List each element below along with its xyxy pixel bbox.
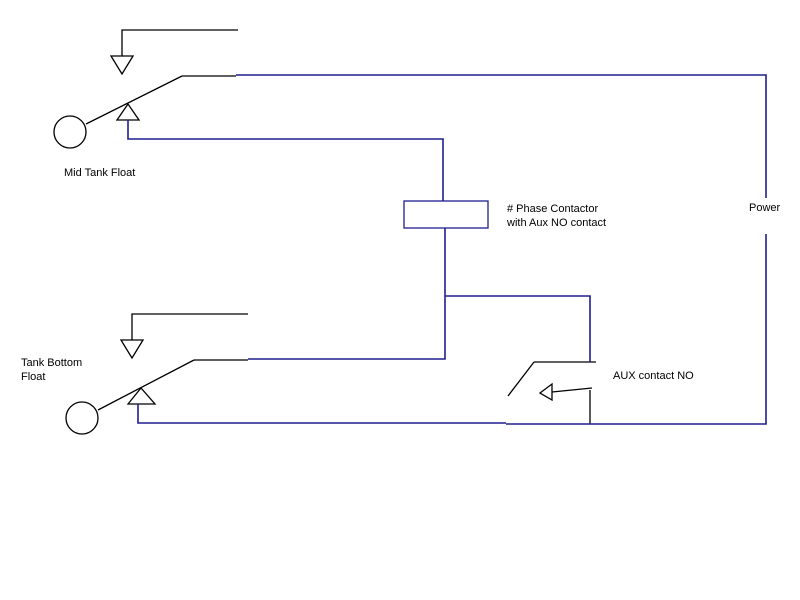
wire-power-bottom (506, 234, 767, 425)
power-label: Power (749, 202, 781, 214)
bottom-up-arrow (126, 386, 157, 405)
wires (127, 74, 767, 425)
wire-to-aux (445, 295, 591, 362)
mid-tank-float-label: Mid Tank Float (64, 167, 136, 179)
aux-arrow-head (538, 382, 553, 402)
tank-bottom-float-switch (65, 313, 248, 435)
wire-mid-to-contactor (127, 120, 444, 201)
bottom-down-arrow (119, 339, 145, 360)
bottom-float-ball (65, 401, 99, 435)
aux-contact-no (507, 361, 596, 424)
bottom-upper-bracket (131, 313, 248, 340)
phase-contactor-label: # Phase Contactor with Aux NO contact (507, 202, 606, 230)
tank-bottom-float-label: Tank Bottom Float (21, 356, 82, 384)
mid-float-ball (53, 115, 87, 149)
wire-contactor-down (248, 228, 446, 360)
aux-contact-label: AUX contact NO (613, 370, 694, 382)
wire-bottom-return (137, 404, 506, 424)
phase-contactor-label-line2: with Aux NO contact (507, 217, 607, 229)
mid-down-arrow (109, 55, 135, 76)
phase-contactor-label-line1: # Phase Contactor (507, 203, 599, 215)
aux-arrow-shaft (551, 387, 593, 393)
mid-upper-bracket (121, 29, 238, 56)
bottom-float-arm (97, 359, 195, 411)
mid-tank-float-switch (53, 29, 238, 149)
aux-contact-blade (507, 361, 535, 397)
wire-power-top (236, 74, 767, 198)
tank-bottom-float-label-line1: Tank Bottom (21, 357, 83, 369)
phase-contactor-coil (403, 200, 489, 229)
mid-float-arm (85, 75, 183, 125)
tank-bottom-float-label-line2: Float (21, 371, 46, 383)
